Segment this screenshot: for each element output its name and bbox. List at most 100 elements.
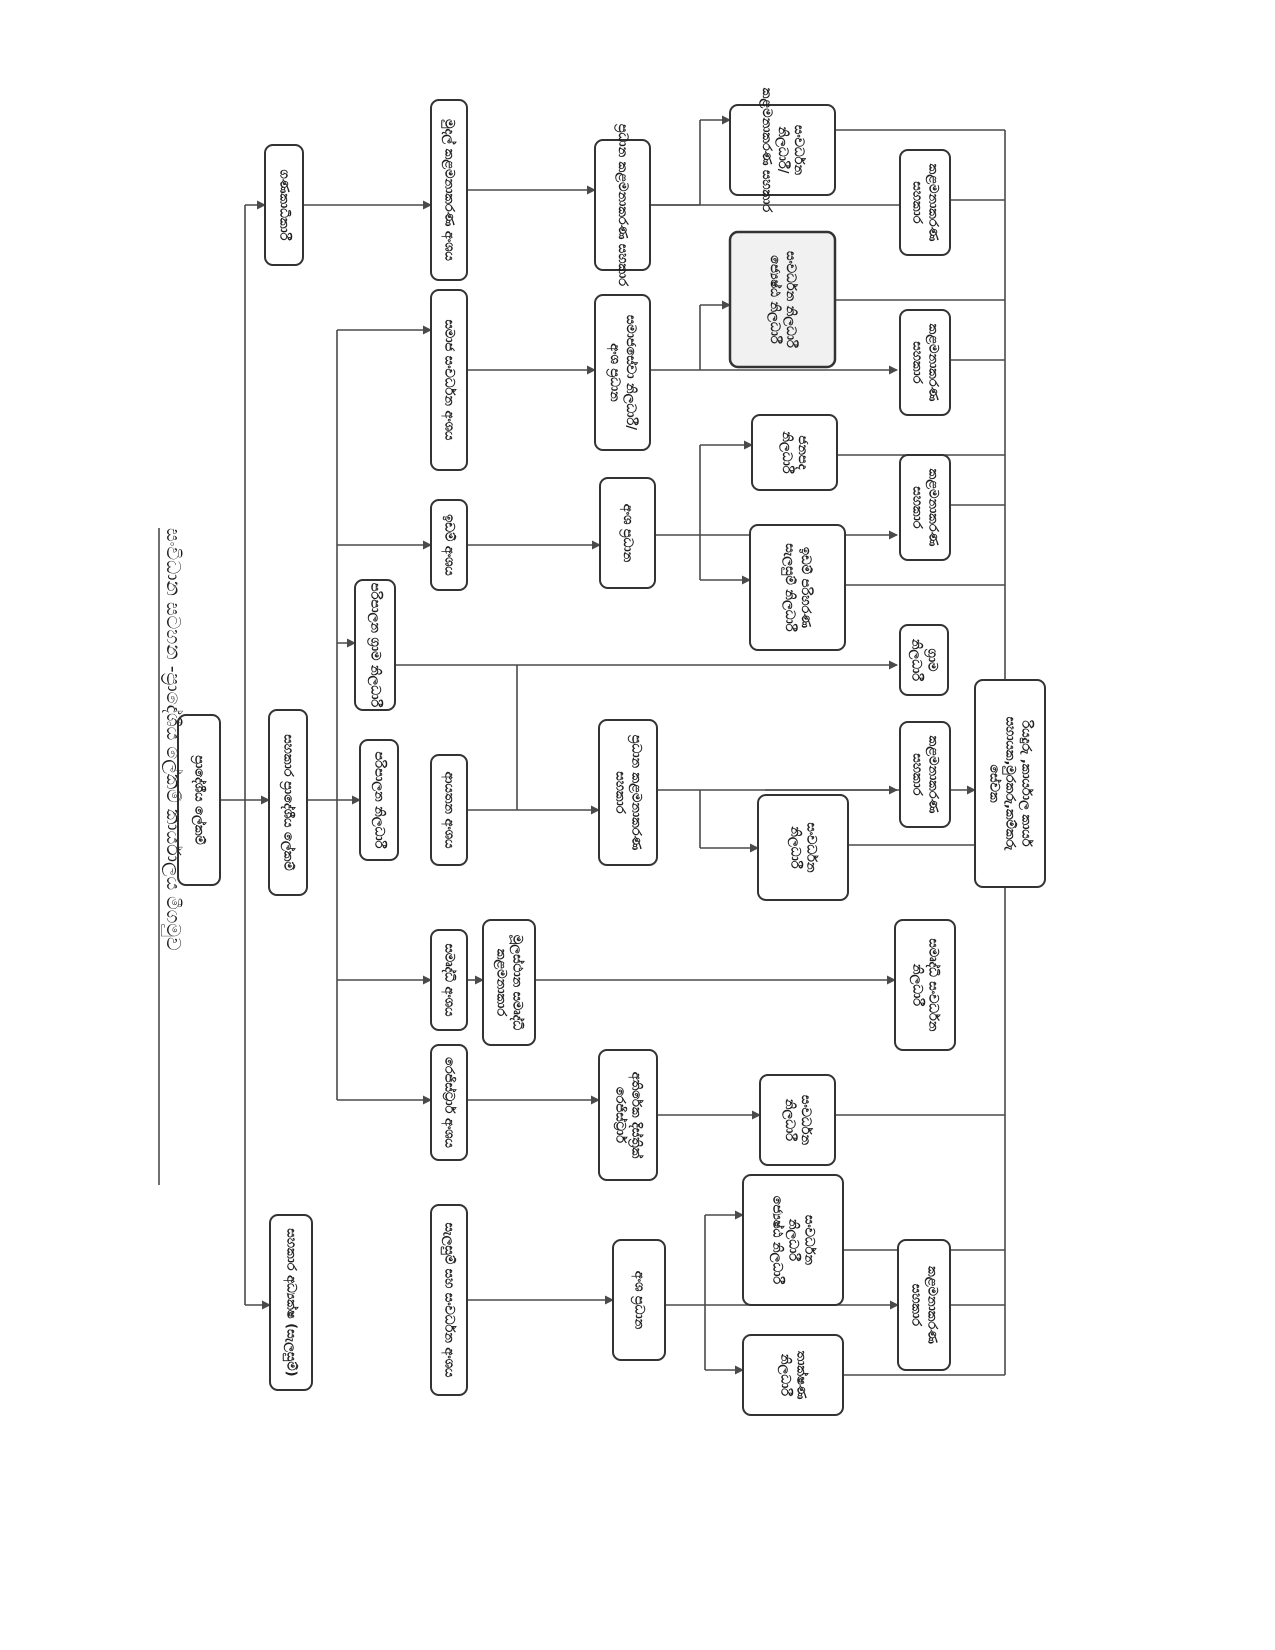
org-node-label: මුදල් කළමනාකරණ අංශය xyxy=(441,118,459,261)
org-node: සහකාර අධ්‍යක්ෂ (සැලසුම්) xyxy=(269,1214,313,1391)
org-node-label: මූලස්ථාන සමෘද්ධි xyxy=(509,934,527,1030)
org-node: සංවර්ධනනිලධාරී/කළමනාකරණ සහකාර xyxy=(729,88,836,213)
org-node: ග්‍රාමනිලධාරී xyxy=(899,624,949,696)
org-node-label: සැලසුම් සහ සංවර්ධන අංශය xyxy=(441,1223,458,1378)
org-node-box xyxy=(482,919,536,1046)
org-node-label: සහකාර xyxy=(910,181,925,224)
org-node-label: ප්‍රාදේශීය ලේකම් xyxy=(191,755,209,845)
org-node-label: සහකාර xyxy=(613,771,628,814)
org-node-box xyxy=(268,709,308,896)
org-node: ආයතන අංශය xyxy=(430,754,468,866)
org-node: සංවර්ධනනිලධාරී xyxy=(759,1074,836,1166)
org-node-box xyxy=(612,1239,666,1361)
org-node-label: කළමනාකාර xyxy=(493,949,509,1017)
org-node-box xyxy=(728,230,837,369)
org-node-box xyxy=(974,679,1046,888)
org-node-label: නිලධාරී xyxy=(908,638,926,682)
org-node-box xyxy=(751,414,838,491)
org-node-box xyxy=(430,499,468,591)
org-node: ප්‍රධාන කළමනාකරණ සහකාර xyxy=(594,124,651,288)
org-node: ගණකාධිකාරී xyxy=(264,144,304,266)
org-node-box xyxy=(759,1074,836,1166)
org-node-label: ජ්‍යෙෂ්ඨ නිලධාරී xyxy=(766,255,784,345)
org-node-label: අංශ ප්‍රධාන xyxy=(606,343,622,402)
org-node: සහකාර ප්‍රාදේශීය ලේකම් xyxy=(268,709,308,896)
org-node: ඉඩම් අංශය xyxy=(430,499,468,591)
org-node-label: රියදුරු ,කාර්යාල කාර්ය xyxy=(1018,720,1036,847)
org-node-label: ජනපද xyxy=(794,436,810,470)
org-node-box xyxy=(594,139,651,271)
org-node-box xyxy=(894,919,956,1051)
org-node-box xyxy=(598,719,658,866)
org-node: අංශ ප්‍රධාන xyxy=(599,477,656,589)
org-node: තාක්ෂණනිලධාරී xyxy=(742,1334,844,1416)
org-node-label: නිලධාරී xyxy=(778,430,796,474)
node-layer: ප්‍රාදේශීය ලේකම් ගණකාධිකාරී සහකාර ප්‍රාදේශ… xyxy=(177,88,1046,1416)
org-node-label: පරිපාලන නිලධාරී xyxy=(371,752,389,850)
org-node-label: සහකාර xyxy=(910,753,925,796)
org-node-box xyxy=(899,149,951,256)
org-node: සමාජ සංවර්ධන අංශය xyxy=(430,289,468,471)
diagram-title: සංවිධාන සටහන -ප්‍රාදේශීය ලේකම් කාර්යාලය … xyxy=(161,528,185,951)
org-node-label: සහායක,මුරකරු,කම්කරු xyxy=(1002,717,1019,852)
org-node-box xyxy=(430,99,468,281)
org-node-box xyxy=(899,721,951,828)
org-node: සමෘද්ධි සංවර්ධනනිලධාරී xyxy=(894,919,956,1051)
org-node-label: රෙජිස්ට්‍රාර් xyxy=(613,1087,630,1144)
org-node-box xyxy=(899,454,951,561)
org-node: සමෘද්ධි අංශය xyxy=(430,929,468,1031)
org-node-label: ප්‍රධාන කළමනාකරණ සහකාර xyxy=(614,124,630,288)
org-node: සංවර්ධන නිලධාරීජ්‍යෙෂ්ඨ නිලධාරී xyxy=(728,230,837,369)
org-node-label: කළමනාකරණ xyxy=(925,324,941,402)
org-node: අංශ ප්‍රධාන xyxy=(612,1239,666,1361)
org-node-label: සහකාර xyxy=(910,486,925,529)
org-node: රියදුරු ,කාර්යාල කාර්යසහායක,මුරකරු,කම්කර… xyxy=(974,679,1046,888)
org-node-box xyxy=(264,144,304,266)
org-node-label: කළමනාකරණ xyxy=(925,736,941,814)
org-node-box xyxy=(598,1049,658,1181)
org-node-label: නිලධාරී xyxy=(909,963,927,1007)
org-node-box xyxy=(899,309,951,416)
org-node-label: කළමනාකරණ xyxy=(925,164,941,242)
org-node-label: රෙජිස්ට්‍රාර් අංශය xyxy=(441,1057,459,1148)
org-node-label: අංශ ප්‍රධාන xyxy=(619,504,635,563)
org-node-label: නිලධාරී xyxy=(785,1218,803,1262)
org-node-label: සංවර්ධන xyxy=(802,1215,818,1265)
org-node: පරිපාලන නිලධාරී xyxy=(359,739,399,861)
org-node: සමාජසේවා නිලධාරී/අංශ ප්‍රධාන xyxy=(594,294,651,451)
org-node-label: අතිරේක දිස්ත්‍රික් xyxy=(628,1072,646,1159)
org-node-label: නිලධාරී xyxy=(777,1353,795,1397)
org-node-label: සැලසුම් නිලධාරී xyxy=(781,543,799,632)
org-node-box xyxy=(749,524,846,651)
org-node-label: ග්‍රාම xyxy=(924,648,939,672)
org-node-box xyxy=(430,754,468,866)
org-node-label: ආයතන අංශය xyxy=(441,772,457,850)
org-node-label: සමාජසේවා නිලධාරී/ xyxy=(622,315,640,430)
org-node: පරිපාලන ග්‍රාම නිලධාරී xyxy=(354,579,396,711)
org-node: සංවර්ධනනිලධාරීජ්‍යෙෂ්ඨ නිලධාරී xyxy=(742,1174,844,1306)
org-node-label: නිලධාරී xyxy=(781,1098,799,1142)
org-node-label: අංශ ප්‍රධාන xyxy=(631,1271,647,1330)
org-node-label: ගණකාධිකාරී xyxy=(277,169,294,241)
org-node-box xyxy=(899,624,949,696)
org-node-box xyxy=(742,1174,844,1306)
org-node-label: ඉඩම් පරිහරණ xyxy=(798,547,815,628)
org-node-label: ඉඩම් අංශය xyxy=(441,514,458,576)
org-node: මූලස්ථාන සමෘද්ධිකළමනාකාර xyxy=(482,919,536,1046)
org-node-box xyxy=(757,794,849,901)
org-node: මුදල් කළමනාකරණ අංශය xyxy=(430,99,468,281)
org-node-label: සහකාර ප්‍රාදේශීය ලේකම් xyxy=(280,734,298,871)
org-node-label: සංවර්ධන xyxy=(804,822,820,872)
org-node-label: සමෘද්ධි අංශය xyxy=(441,944,459,1018)
org-node-box xyxy=(594,294,651,451)
org-node-label: සහකාර අධ්‍යක්ෂ (සැලසුම්) xyxy=(283,1228,301,1376)
org-node-label: ප්‍රධාන කළමනාකරණ xyxy=(628,735,644,851)
